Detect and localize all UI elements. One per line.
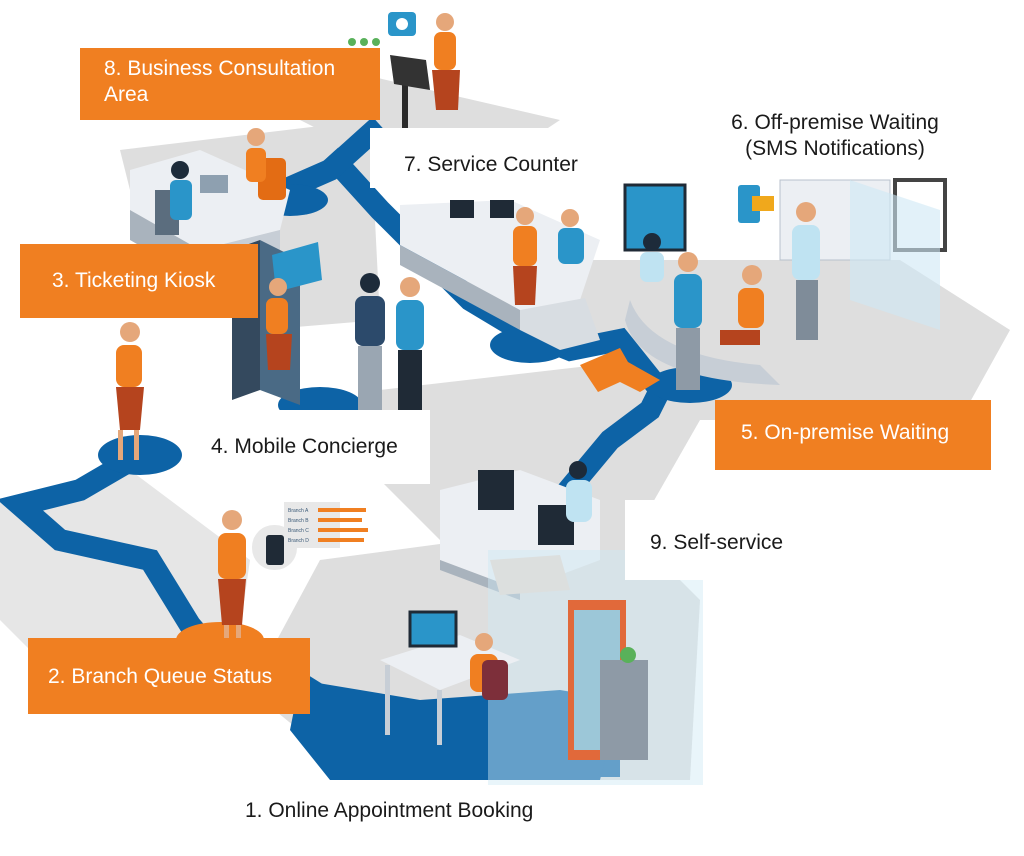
step-8-line-1: 8. Business Consultation [104, 57, 336, 80]
step-6-line-2: (SMS Notifications) [745, 137, 925, 161]
service-counter [400, 200, 600, 350]
step-8-label: 8. Business Consultation Area [80, 48, 380, 120]
step-7-label: 7. Service Counter [370, 128, 610, 188]
step-6-label: 6. Off-premise Waiting (SMS Notification… [715, 110, 955, 163]
online-booking-desk [380, 600, 648, 760]
off-premise-scene [738, 178, 947, 340]
queue-status-chart: Branch A Branch B Branch C Branch D [288, 508, 368, 544]
direction-arrow [580, 348, 660, 392]
chart-category-label: Branch B [288, 518, 309, 524]
waiting-area [623, 183, 780, 390]
chart-category-label: Branch C [288, 528, 309, 534]
feedback-kiosk [348, 12, 460, 130]
step-6-line-1: 6. Off-premise Waiting [731, 111, 939, 134]
mobile-concierge-pair [355, 273, 424, 410]
step-5-label: 5. On-premise Waiting [715, 400, 991, 470]
chart-category-label: Branch D [288, 538, 309, 544]
step-4-label: 4. Mobile Concierge [185, 410, 430, 484]
walking-woman [116, 322, 144, 460]
step-2-label: 2. Branch Queue Status [28, 638, 310, 714]
step-8-line-2: Area [104, 83, 149, 107]
phone-mail-icon [738, 185, 774, 223]
step-1-label: 1. Online Appointment Booking [245, 799, 534, 822]
step-3-label: 3. Ticketing Kiosk [20, 244, 258, 318]
three-stars-icon [348, 38, 380, 46]
step-9-label: 9. Self-service [625, 500, 825, 580]
chart-category-label: Branch A [288, 508, 309, 514]
